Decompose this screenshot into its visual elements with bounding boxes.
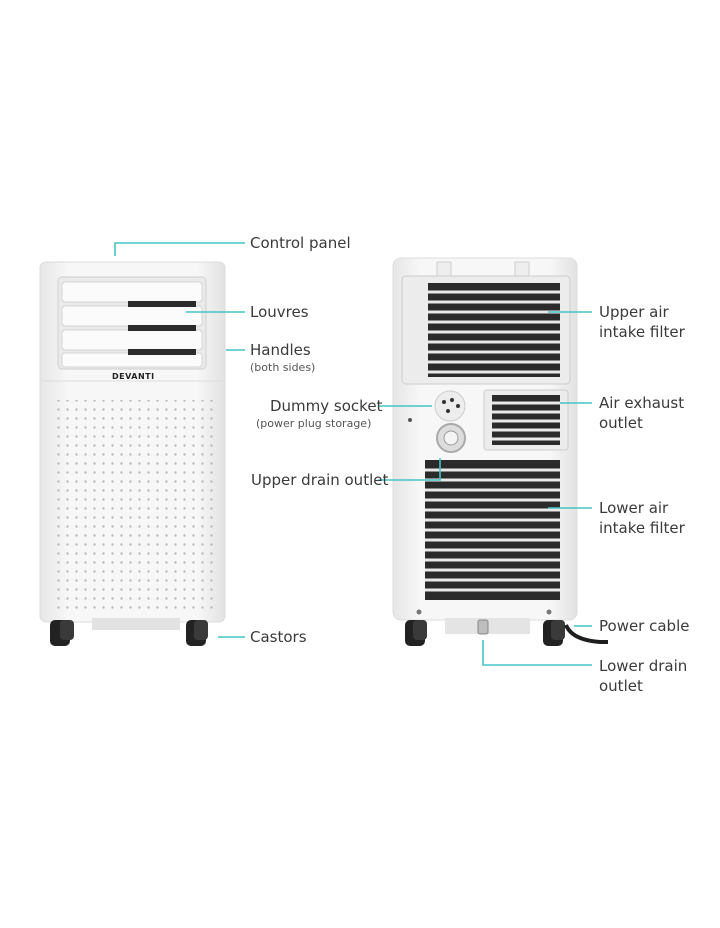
label-dummy-socket: Dummy socket [270, 397, 383, 415]
label-louvres: Louvres [250, 303, 309, 321]
label-castors: Castors [250, 628, 307, 646]
label-dummy-socket-note: (power plug storage) [256, 417, 372, 430]
label-handles-note: (both sides) [250, 361, 316, 374]
label-upper-air-intake-line1: Upper air [599, 303, 669, 321]
label-lower-air-intake-line2: intake filter [599, 519, 685, 537]
label-upper-air-intake-line2: intake filter [599, 323, 685, 341]
label-control-panel: Control panel [250, 234, 351, 252]
brand-logo: DEVANTI [112, 372, 155, 381]
label-lower-drain-line1: Lower drain [599, 657, 688, 675]
label-air-exhaust-line2: outlet [599, 414, 643, 432]
label-lower-drain-line2: outlet [599, 677, 643, 695]
label-upper-drain: Upper drain outlet [251, 471, 389, 489]
label-power-cable: Power cable [599, 617, 690, 635]
label-handles: Handles [250, 341, 311, 359]
label-lower-air-intake-line1: Lower air [599, 499, 669, 517]
label-air-exhaust-line1: Air exhaust [599, 394, 685, 412]
